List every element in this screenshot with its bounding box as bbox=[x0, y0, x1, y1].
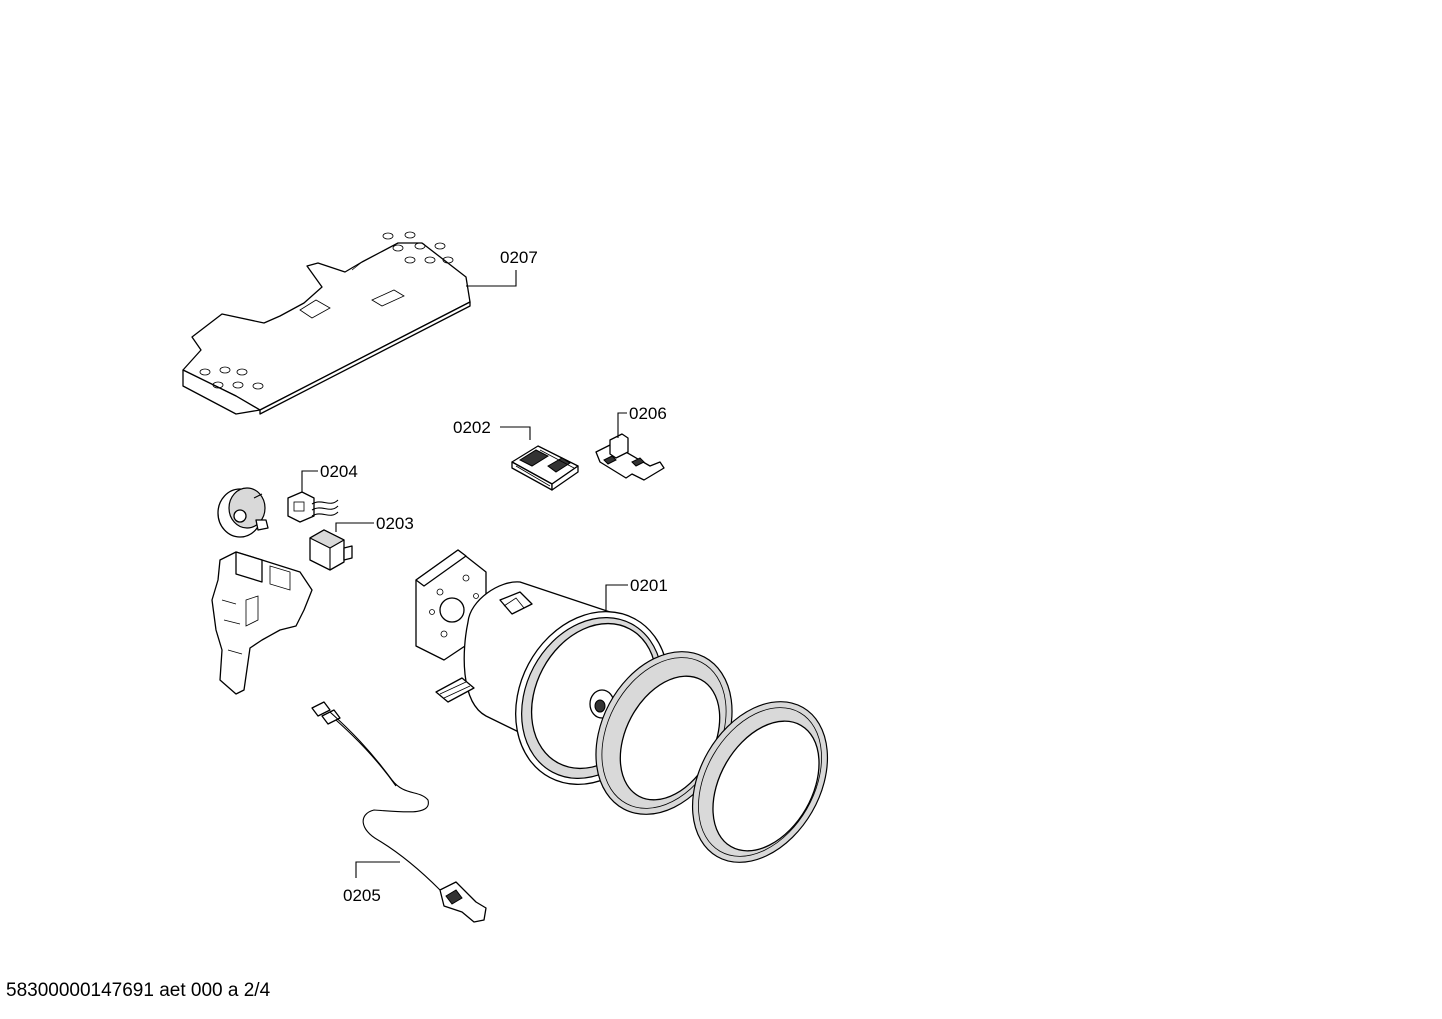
leader-line-0201 bbox=[605, 584, 628, 610]
part-0204-switch[interactable] bbox=[287, 491, 339, 523]
part-0206-bracket[interactable] bbox=[595, 433, 665, 481]
label-0204: 0204 bbox=[320, 462, 358, 481]
label-0205: 0205 bbox=[343, 886, 381, 905]
leader-line-0204 bbox=[301, 470, 318, 492]
leader-line-0205 bbox=[355, 861, 400, 878]
part-0202-control-board[interactable] bbox=[511, 445, 579, 491]
part-sealing-ring-outer[interactable] bbox=[665, 678, 855, 887]
leader-line-0203 bbox=[335, 522, 374, 532]
part-0201-motor[interactable] bbox=[415, 549, 698, 811]
part-dial-wheel[interactable] bbox=[217, 487, 269, 538]
part-housing-bracket[interactable] bbox=[211, 551, 313, 695]
drawing-reference-number: 58300000147691 aet 000 a 2/4 bbox=[6, 980, 271, 1001]
label-0203: 0203 bbox=[376, 514, 414, 533]
label-0206: 0206 bbox=[629, 404, 667, 423]
part-0203-relay[interactable] bbox=[309, 529, 353, 571]
label-0201: 0201 bbox=[630, 576, 668, 595]
leader-line-0202 bbox=[500, 426, 531, 440]
leader-line-0206 bbox=[617, 412, 627, 438]
part-0205-wire-harness[interactable] bbox=[311, 701, 487, 923]
part-0207-mounting-plate[interactable] bbox=[182, 231, 471, 415]
label-0207: 0207 bbox=[500, 248, 538, 267]
label-0202: 0202 bbox=[453, 418, 491, 437]
leader-line-0207 bbox=[466, 270, 517, 287]
